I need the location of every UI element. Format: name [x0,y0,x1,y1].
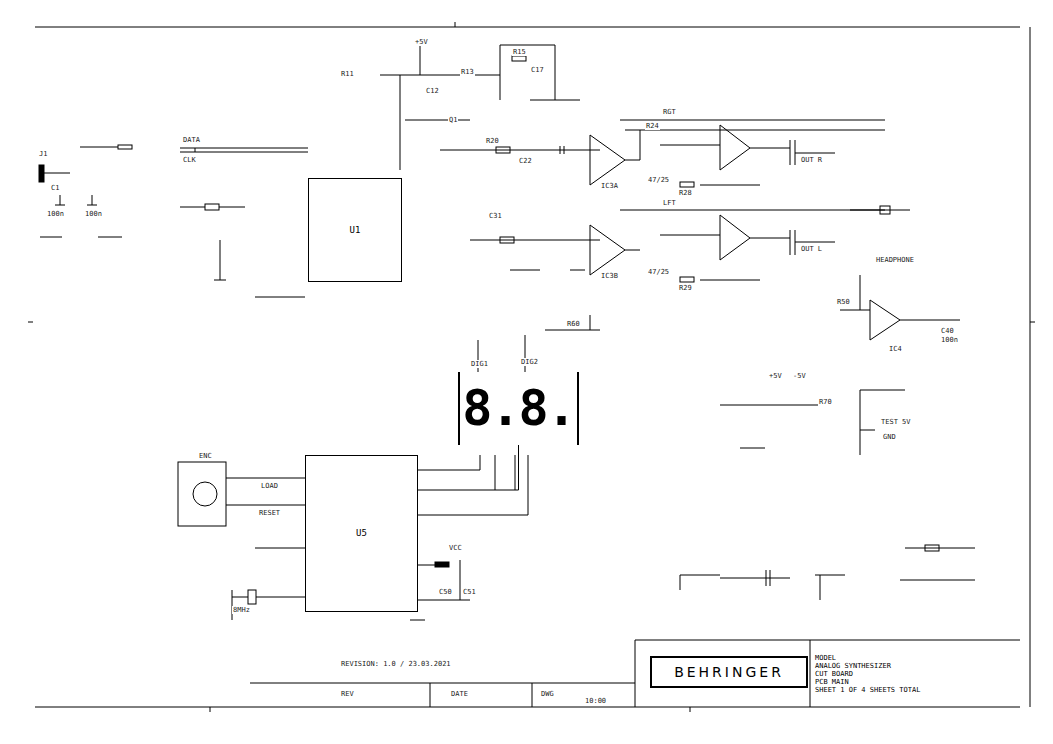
ic-box: U1 [308,178,402,282]
schematic-label: 10:00 [584,697,607,705]
node-text: 8.8. [462,380,574,438]
schematic-label: RESET [258,509,281,517]
schematic-label: C40 [940,327,955,335]
schematic-label: DATE [450,690,469,698]
schematic-label: +5V [768,372,783,380]
schematic-label: J1 [38,150,48,158]
schematic-label: 100n [940,336,959,344]
node-text: SHEET 1 OF 4 SHEETS TOTAL [815,686,920,694]
schematic-label: R28 [678,189,693,197]
schematic-label: R60 [566,320,581,328]
logo-box: BEHRINGER [650,656,808,688]
schematic-label: R11 [340,70,355,78]
schematic-label: C22 [518,157,533,165]
schematic-label: R24 [645,122,660,130]
schematic-label: 100n [84,210,103,218]
schematic-label: IC4 [888,345,903,353]
schematic-label: 8MHz [232,606,251,614]
schematic-label: DIG2 [520,358,539,366]
schematic-label: R20 [485,137,500,145]
schematic-label: DIG1 [470,360,489,368]
schematic-label: R15 [512,48,527,56]
schematic-label: TEST 5V [880,418,912,426]
schematic-label: VCC [448,544,463,552]
schematic-label: IC3B [600,272,619,280]
wire-connector [418,445,519,490]
node-text: U5 [356,528,367,538]
schematic-label: Q1 [448,116,458,124]
seven-segment-display: 8.8. [458,372,579,445]
schematic-label: C51 [462,588,477,596]
schematic-label: REV [340,690,355,698]
schematic-label: +5V [414,38,429,46]
schematic-label: ENC [198,452,213,460]
schematic-label: R13 [460,68,475,76]
schematic-label: OUT L [800,245,823,253]
schematic-label: CLK [182,156,197,164]
node-text: PCB MAIN [815,678,849,686]
node-text: MODEL [815,654,836,662]
schematic-label: C12 [425,87,440,95]
schematic-label: RGT [662,108,677,116]
schematic-label: C50 [438,588,453,596]
schematic-label: 47/25 [647,176,670,184]
schematic-label: GND [882,433,897,441]
schematic-label: OUT R [800,156,823,164]
schematic-label: 47/25 [647,268,670,276]
schematic-label: -5V [792,372,807,380]
schematic-label: DATA [182,136,201,144]
node-text: ANALOG SYNTHESIZER [815,662,891,670]
schematic-label: C1 [50,184,60,192]
microcontroller-box: U5 [305,455,418,612]
node-text: U1 [350,225,361,235]
schematic-label: IC3A [600,182,619,190]
schematic-label: HEADPHONE [875,256,915,264]
schematic-label: R50 [836,298,851,306]
schematic-label: C17 [530,66,545,74]
title-block: MODELANALOG SYNTHESIZERCUT BOARDPCB MAIN… [812,642,1020,706]
schematic-label: R29 [678,284,693,292]
schematic-label: R70 [818,398,833,406]
schematic-label: REVISION: 1.0 / 23.03.2021 [340,660,452,668]
node-text: BEHRINGER [674,664,784,680]
schematic-label: DWG [540,690,555,698]
schematic-label: C31 [488,212,503,220]
schematic-label: LFT [662,199,677,207]
node-text: CUT BOARD [815,670,853,678]
schematic-label: 100n [46,210,65,218]
schematic-label: LOAD [260,482,279,490]
